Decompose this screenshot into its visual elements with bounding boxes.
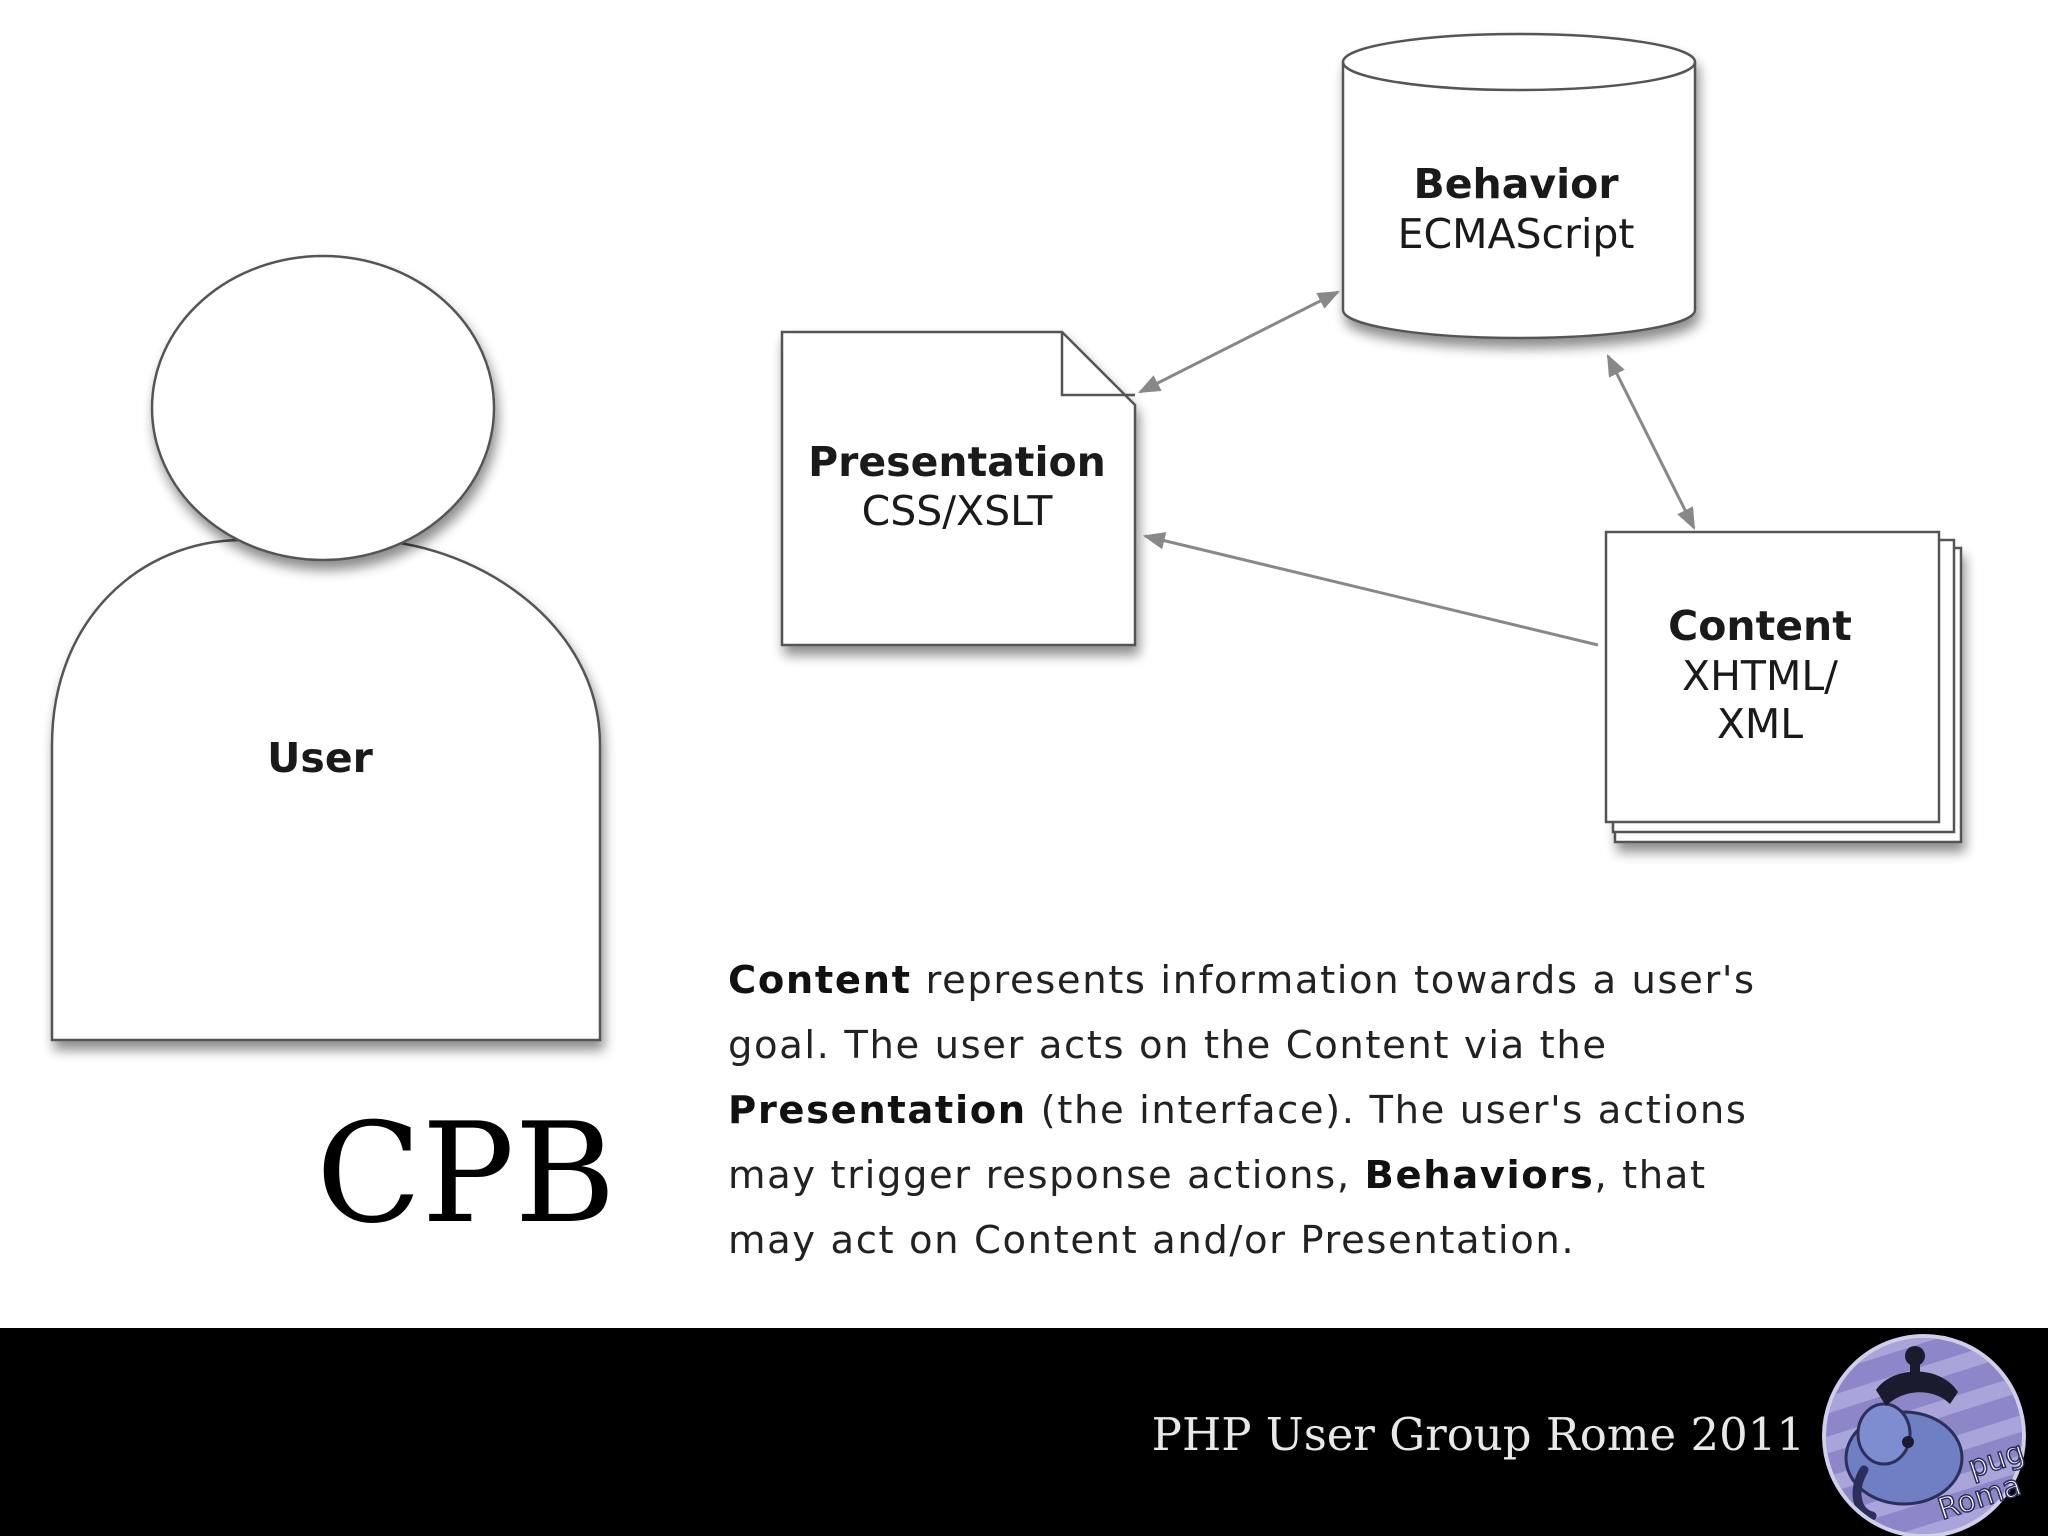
- user-node: User: [50, 254, 602, 1042]
- presentation-term: Presentation: [728, 1088, 1027, 1133]
- behavior-subtitle: ECMAScript: [1398, 210, 1635, 258]
- behavior-cylinder-shape: [1341, 32, 1697, 340]
- content-subtitle-line1: XHTML/: [1682, 652, 1838, 700]
- behaviors-term: Behaviors: [1364, 1153, 1595, 1198]
- description-text: Content represents information towards a…: [728, 948, 1908, 1273]
- arrow-presentation-behavior: [1138, 290, 1340, 394]
- user-head-shape: [150, 254, 496, 562]
- presentation-node: Presentation CSS/XSLT: [780, 330, 1137, 647]
- presentation-document-shape: [780, 330, 1137, 647]
- content-term: Content: [728, 958, 912, 1003]
- description-line-3: Presentation (the interface). The user's…: [728, 1088, 1748, 1133]
- cpb-diagram: User Behavior ECMAScript Presentation CS…: [50, 32, 1963, 1042]
- presentation-fold-corner: [1060, 332, 1135, 397]
- behavior-title: Behavior: [1413, 160, 1619, 208]
- presentation-title: Presentation: [808, 438, 1106, 486]
- footer-bar: PHP User Group Rome 2011 pug Roma: [0, 1328, 2048, 1536]
- presentation-subtitle: CSS/XSLT: [862, 487, 1054, 535]
- description-line-2: goal. The user acts on the Content via t…: [728, 1023, 1608, 1068]
- footer-text: PHP User Group Rome 2011: [1151, 1408, 1805, 1461]
- behavior-node: Behavior ECMAScript: [1341, 32, 1697, 340]
- content-subtitle-line2: XML: [1717, 700, 1803, 748]
- user-body-shape: [50, 538, 602, 1042]
- content-node: Content XHTML/ XML: [1604, 530, 1963, 844]
- arrow-content-presentation: [1142, 532, 1599, 647]
- slide-title: CPB: [316, 1093, 616, 1254]
- description-line-5: may act on Content and/or Presentation.: [728, 1218, 1576, 1263]
- description-line-4: may trigger response actions, Behaviors,…: [728, 1153, 1707, 1198]
- user-label: User: [267, 734, 374, 782]
- content-stack-sheet-front: [1604, 530, 1941, 824]
- description-line-1: Content represents information towards a…: [728, 958, 1756, 1003]
- elephant-logo-icon: pug Roma: [1822, 1334, 2030, 1536]
- behavior-cylinder-rim: [1341, 61, 1697, 92]
- arrow-behavior-content: [1606, 354, 1696, 530]
- content-title: Content: [1668, 602, 1852, 650]
